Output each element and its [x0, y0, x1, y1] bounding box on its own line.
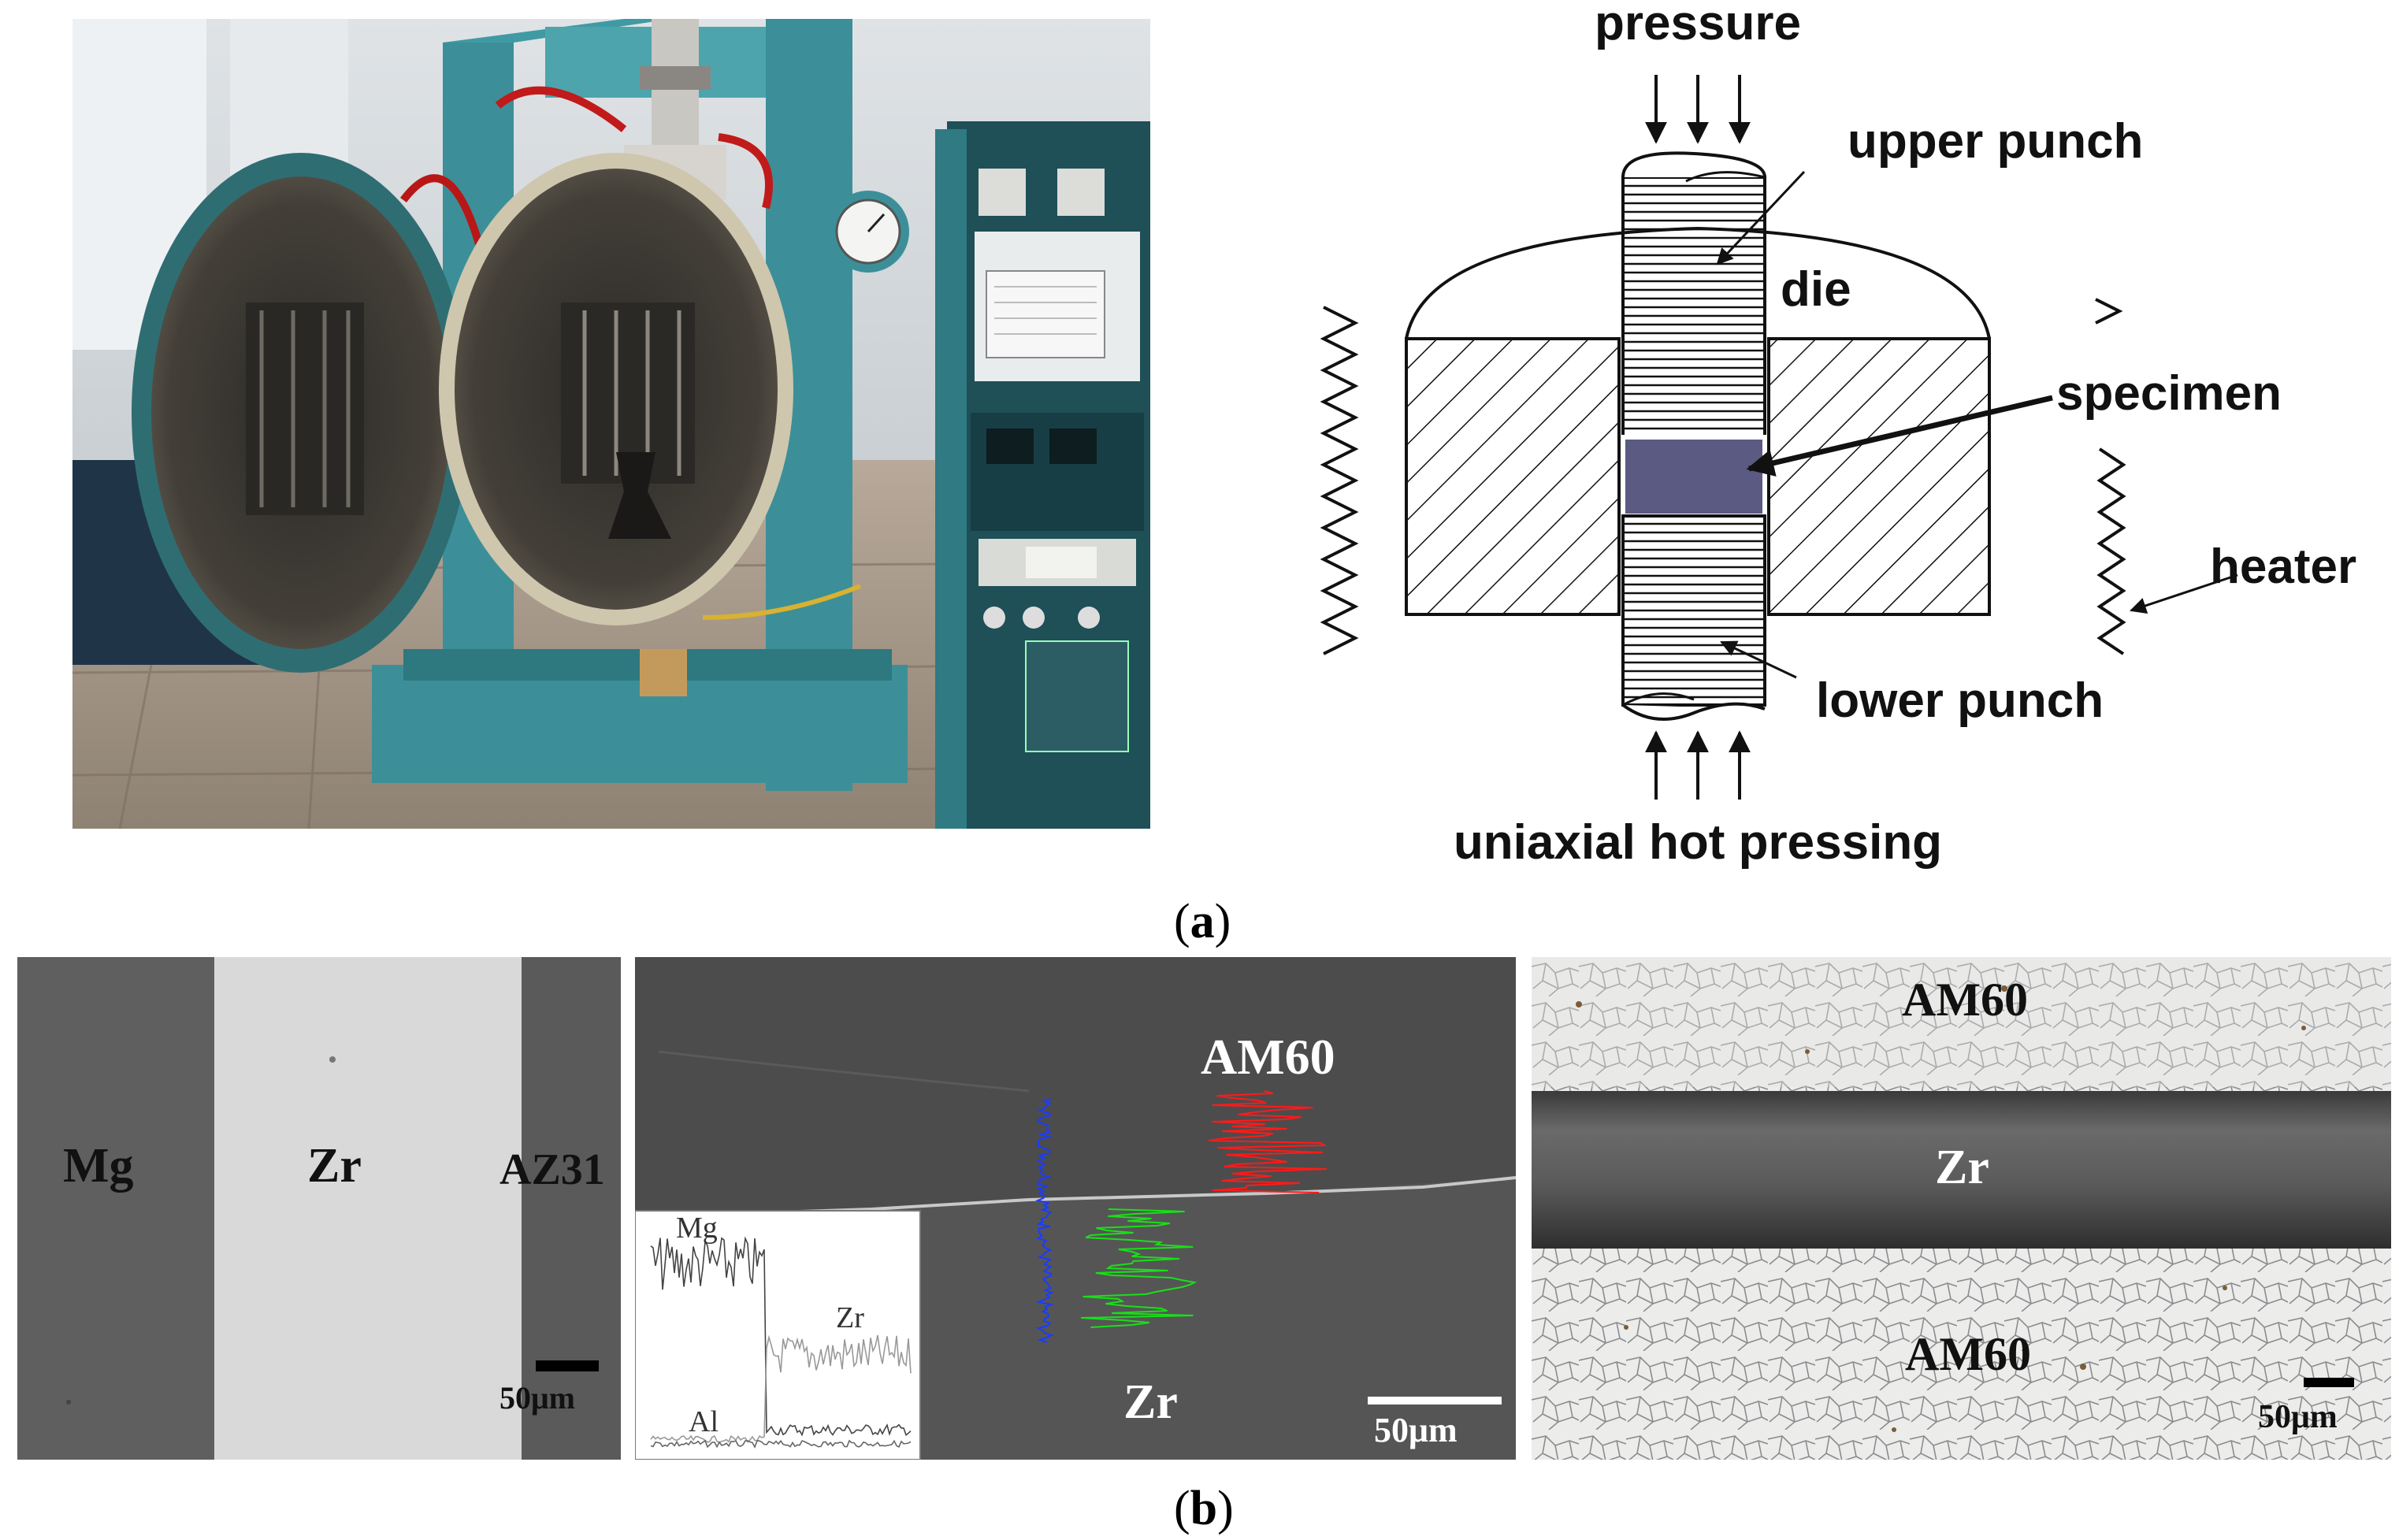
heater-right — [2096, 447, 2126, 655]
inset-label-al: Al — [689, 1405, 719, 1438]
die-label: die — [1781, 262, 1851, 317]
inset-mg-profile — [650, 1236, 912, 1437]
mg-scan-trace — [1208, 1090, 1328, 1193]
lower-punch-label: lower punch — [1816, 674, 2104, 728]
pressure-arrows — [1645, 75, 1751, 144]
caption-a: (a) — [1174, 895, 1231, 948]
heater-right-top — [2095, 298, 2123, 325]
hot-press-photo — [72, 19, 1151, 829]
label-am60-bottom: AM60 — [1905, 1328, 2031, 1380]
label-zr-right: Zr — [1935, 1141, 1989, 1194]
inset-al-profile — [650, 1439, 912, 1449]
caption-b: (b) — [1174, 1482, 1234, 1535]
heater-left — [1320, 306, 1359, 655]
inset-zr-profile — [650, 1334, 912, 1443]
label-am60: AM60 — [1201, 1029, 1335, 1085]
inset-label-mg: Mg — [676, 1212, 718, 1245]
specimen — [1621, 435, 1767, 518]
al-scan-trace — [1034, 1098, 1055, 1343]
hot-pressing-schematic: pressure upper punch die specimen heater… — [1245, 0, 2379, 898]
caption-a-letter: a — [1190, 895, 1215, 948]
label-zr: Zr — [307, 1139, 362, 1193]
die-right-block — [1767, 337, 1991, 616]
pressure-label: pressure — [1595, 0, 1801, 50]
upper-punch — [1621, 176, 1766, 439]
zr-scan-trace — [1081, 1208, 1198, 1328]
label-mg: Mg — [63, 1139, 134, 1193]
micrograph-mg-zr-az31: Mg Zr AZ31 50μm — [17, 957, 621, 1460]
label-az31: AZ31 — [499, 1145, 605, 1194]
die-left-block — [1405, 337, 1621, 616]
label-zr-mid: Zr — [1123, 1375, 1178, 1429]
scale-bar-label: 50μm — [499, 1380, 575, 1416]
process-label: uniaxial hot pressing — [1454, 815, 1942, 870]
lower-punch — [1621, 514, 1766, 707]
upper-punch-label: upper punch — [1848, 114, 2143, 169]
scale-bar-label-mid: 50μm — [1374, 1411, 1458, 1449]
micrograph-am60-zr-am60: AM60 Zr AM60 50μm — [1532, 957, 2391, 1460]
heater-label: heater — [2210, 540, 2356, 594]
label-am60-top: AM60 — [1902, 974, 2028, 1026]
scale-bar-label-right: 50μm — [2258, 1399, 2338, 1435]
specimen-label: specimen — [2056, 366, 2282, 421]
micrograph-am60-zr-linescan: AM60 Zr 50μm Mg Zr Al — [635, 957, 1516, 1460]
pressure-arrows-bottom — [1645, 730, 1751, 800]
caption-b-letter: b — [1190, 1482, 1218, 1535]
inset-label-zr: Zr — [836, 1301, 864, 1334]
